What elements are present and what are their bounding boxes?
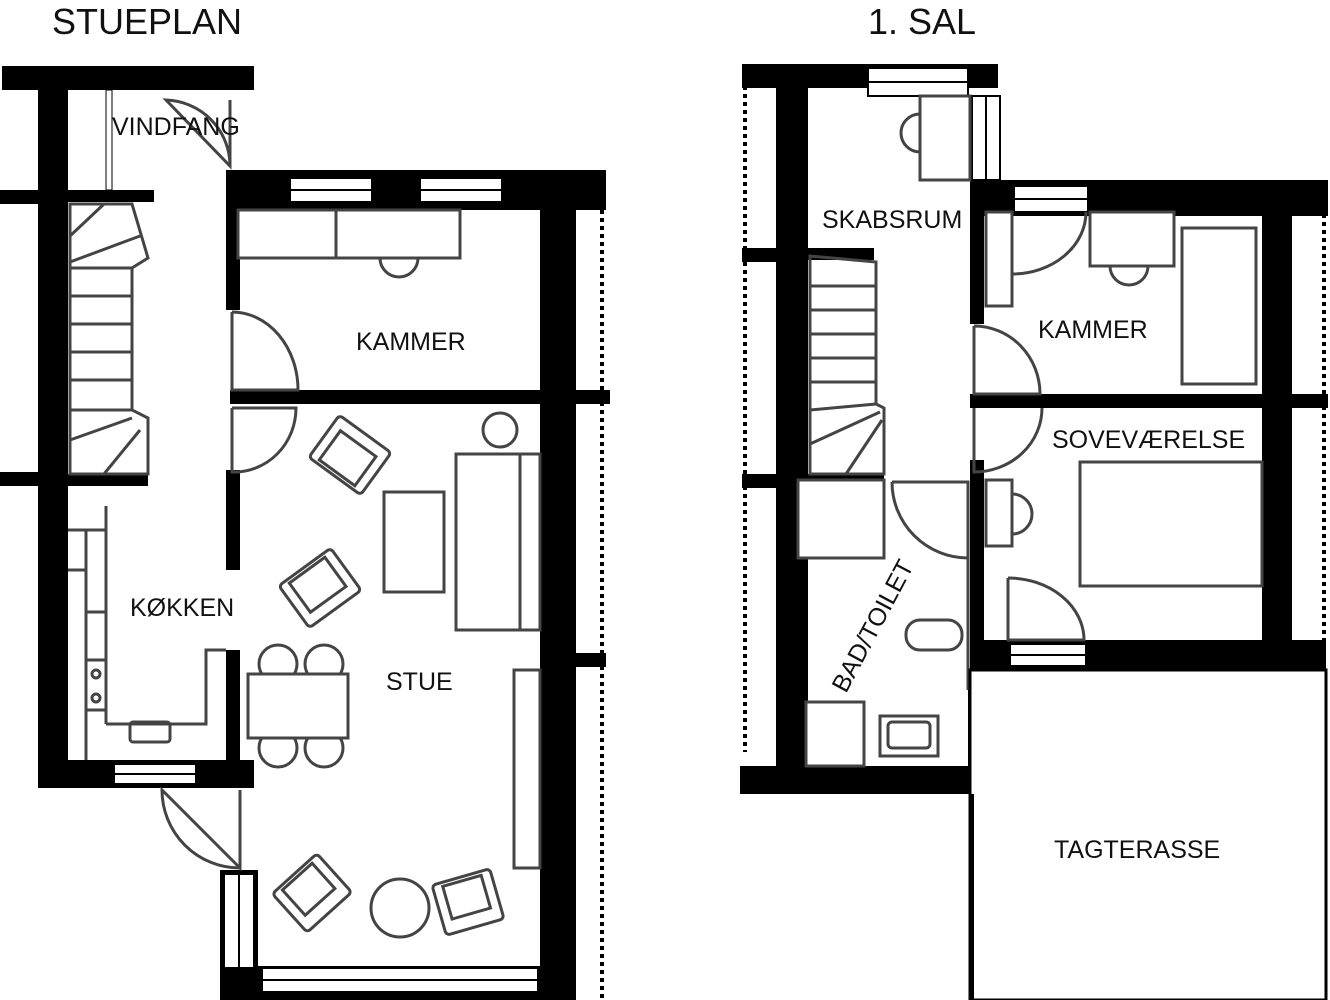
ground-floor-plan: STUEPLAN VINDFANG KAMMER KØKKEN STUE [0, 1, 610, 1000]
ground-kitchen-fittings [68, 506, 226, 760]
first-floor-plan: 1. SAL SKABSRUM KAMMER SOVEVÆRELSE BAD/T… [740, 1, 1328, 1000]
ground-kammer-furniture [236, 208, 462, 279]
first-sovevaerelse-furniture [972, 407, 1264, 642]
room-label-kammer-first: KAMMER [1038, 316, 1148, 344]
room-label-kammer-ground: KAMMER [356, 328, 466, 356]
room-label-skabsrum: SKABSRUM [822, 206, 962, 234]
first-bathroom-fittings [796, 478, 970, 768]
first-floor-title: 1. SAL [868, 1, 976, 42]
room-label-koekken: KØKKEN [130, 594, 234, 622]
ground-floor-doors [160, 98, 300, 872]
first-floor-staircase [808, 254, 886, 476]
ground-floor-staircase [68, 202, 150, 476]
room-label-stue: STUE [386, 668, 453, 696]
room-label-sovevaerelse: SOVEVÆRELSE [1052, 426, 1245, 454]
first-skabsrum-furniture [899, 94, 972, 182]
first-kammer-furniture [972, 210, 1258, 396]
room-label-bad-toilet: BAD/TOILET [827, 555, 920, 697]
ground-floor-walls [0, 66, 610, 1000]
ground-stue-furniture [246, 411, 542, 939]
tagterasse-outline [968, 668, 1328, 1000]
ground-floor-windows [105, 89, 539, 993]
room-label-tagterasse: TAGTERASSE [1054, 836, 1220, 864]
ground-floor-title: STUEPLAN [52, 1, 242, 42]
room-label-vindfang: VINDFANG [112, 113, 240, 141]
